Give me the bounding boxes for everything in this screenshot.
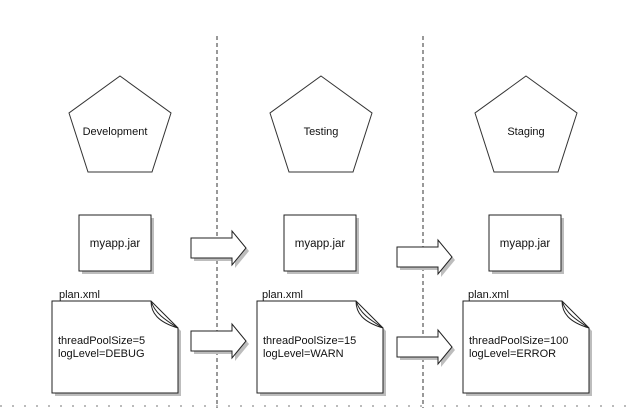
arrow-dev-to-test-plan xyxy=(190,322,249,361)
arrow-dev-to-test-jar xyxy=(190,229,249,268)
stage-label: Testing xyxy=(304,126,339,138)
stage-development: Development myapp.jar plan.xml threadPoo… xyxy=(51,75,181,396)
plan-doc xyxy=(256,300,384,394)
stage-label: Development xyxy=(83,126,148,138)
artifact-box xyxy=(283,214,357,272)
artifact-label: myapp.jar xyxy=(90,238,141,250)
config-line-log: logLevel=DEBUG xyxy=(58,348,145,360)
stage-staging: Staging myapp.jar plan.xml threadPoolSiz… xyxy=(462,75,592,396)
plan-doc-fold xyxy=(355,300,384,329)
plan-doc-fold xyxy=(561,300,590,329)
arrow-test-to-staging-jar xyxy=(396,238,455,277)
stage-label: Staging xyxy=(507,126,544,138)
artifact-label: myapp.jar xyxy=(500,238,551,250)
plan-title: plan.xml xyxy=(262,289,303,301)
plan-title: plan.xml xyxy=(59,289,100,301)
plan-doc xyxy=(51,300,179,394)
config-line-thread: threadPoolSize=5 xyxy=(58,335,145,347)
plan-title: plan.xml xyxy=(468,289,509,301)
plan-doc xyxy=(462,300,590,394)
config-line-thread: threadPoolSize=100 xyxy=(469,335,568,347)
artifact-box xyxy=(78,214,152,272)
artifact-box xyxy=(488,214,562,272)
pentagon-shape xyxy=(68,75,172,173)
arrow-test-to-staging-plan xyxy=(396,328,455,367)
config-line-log: logLevel=WARN xyxy=(263,348,344,360)
config-line-log: logLevel=ERROR xyxy=(469,348,556,360)
config-line-thread: threadPoolSize=15 xyxy=(263,335,356,347)
pentagon-shape xyxy=(474,75,578,173)
plan-doc-fold xyxy=(150,300,179,329)
pentagon-shape xyxy=(269,75,373,173)
stage-testing: Testing myapp.jar plan.xml threadPoolSiz… xyxy=(256,75,386,396)
artifact-label: myapp.jar xyxy=(295,238,346,250)
